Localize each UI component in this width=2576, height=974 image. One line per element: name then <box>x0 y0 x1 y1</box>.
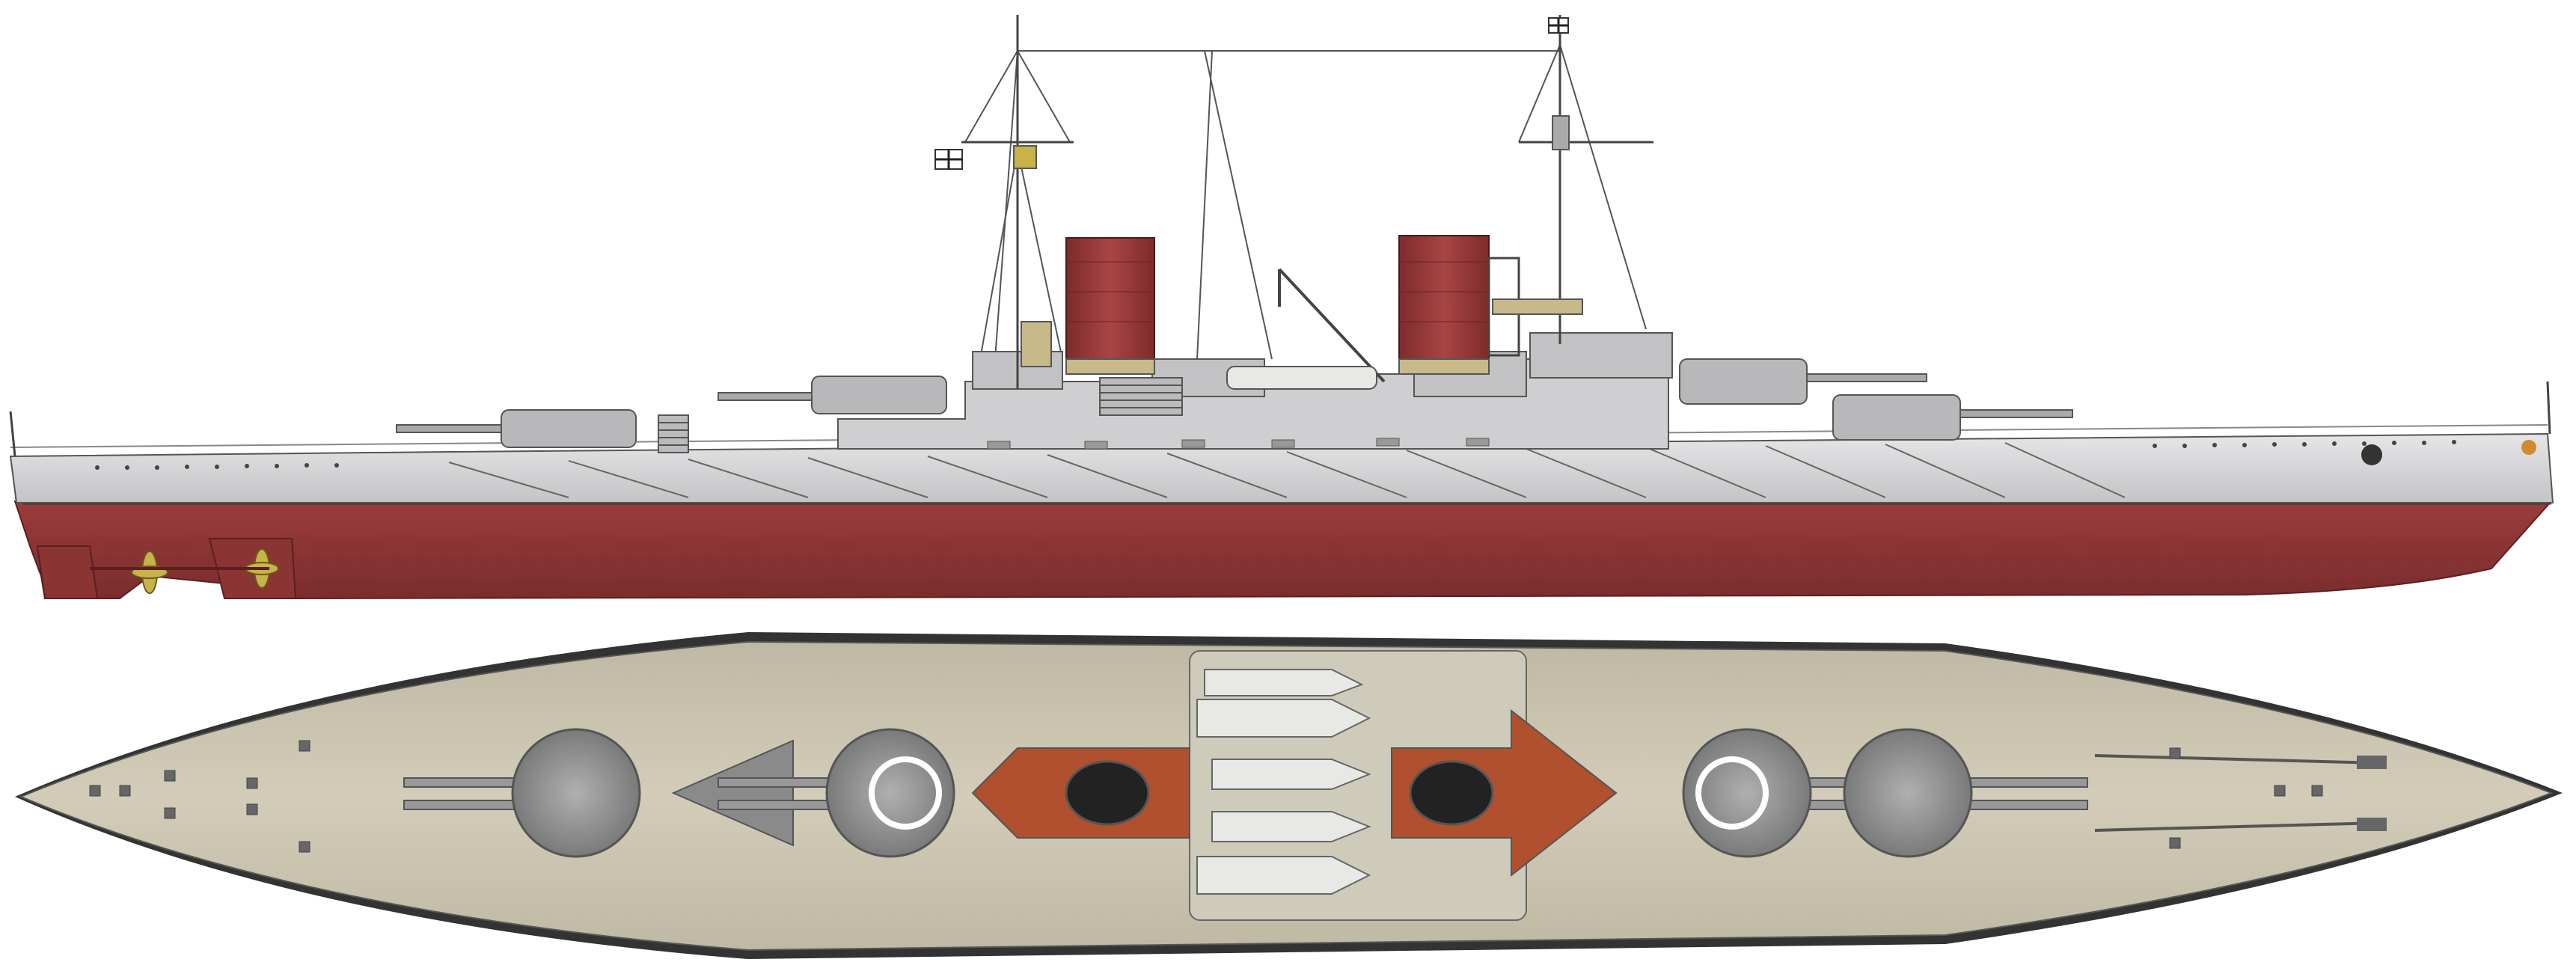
fore-funnel <box>1065 237 1155 367</box>
aft-funnel <box>1398 235 1490 371</box>
turret-a-side <box>718 376 947 414</box>
belt-plating <box>448 442 2126 498</box>
turret-b-side <box>396 409 637 448</box>
german-naval-ensign-icon <box>934 149 963 170</box>
rigging <box>964 44 1647 360</box>
anchor-chains <box>2094 754 2380 832</box>
portholes <box>95 440 2456 470</box>
boats <box>1196 669 1371 895</box>
lower-hull <box>13 500 2554 600</box>
aft-mast <box>1519 15 1653 344</box>
aft-funnel-base <box>1391 708 1618 877</box>
vent-grille-1 <box>1099 377 1183 416</box>
side-profile <box>9 15 2554 600</box>
casemate-guns <box>987 438 1490 450</box>
bow-crest <box>2521 440 2536 455</box>
fore-funnel-top <box>1065 760 1150 826</box>
plan-view <box>15 632 2563 959</box>
turret-y-plan <box>1843 728 2088 858</box>
deck-fittings <box>89 740 2323 853</box>
boat-crane <box>1278 268 1386 383</box>
turret-x-side <box>1679 358 1927 405</box>
hawse-hole <box>2361 444 2382 465</box>
aft-funnel-top <box>1409 760 1494 826</box>
upper-hull <box>9 432 2554 503</box>
turret-a-plan <box>403 728 641 858</box>
vent-grille-2 <box>658 414 689 453</box>
turret-y-side <box>1832 394 2073 441</box>
german-jack-icon <box>1548 17 1569 34</box>
rudder-aft <box>36 545 99 599</box>
fore-mast <box>961 15 1074 389</box>
turret-b-plan <box>718 728 955 858</box>
